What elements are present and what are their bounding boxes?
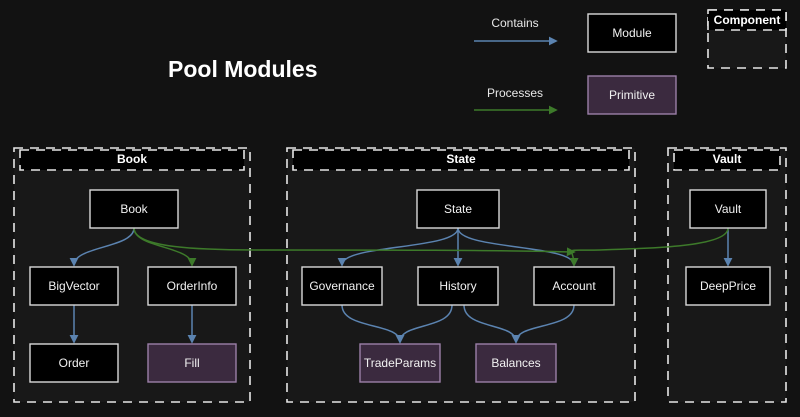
edge-account-to-balances [511, 304, 575, 344]
node-deepprice[interactable]: DeepPrice [685, 266, 771, 306]
node-box-vault[interactable] [689, 189, 767, 229]
legend-component-header [707, 9, 787, 31]
edge-history-to-tradeparams [395, 304, 453, 344]
node-tradeparams[interactable]: TradeParams [359, 343, 441, 383]
node-box-history[interactable] [417, 266, 499, 306]
node-box-orderinfo[interactable] [147, 266, 237, 306]
legend-component-label: Component [714, 13, 781, 27]
node-label-book: Book [120, 202, 148, 216]
node-box-bigvector[interactable] [29, 266, 119, 306]
edge-book-to-account [133, 227, 576, 257]
node-box-state[interactable] [416, 189, 500, 229]
legend: Contains Processes Module Primitive Comp… [474, 9, 787, 115]
node-box-deepprice[interactable] [685, 266, 771, 306]
node-label-deepprice: DeepPrice [700, 279, 756, 293]
group-header-vault [673, 149, 781, 171]
legend-primitive-box [587, 75, 677, 115]
node-label-history: History [439, 279, 476, 293]
legend-processes-label: Processes [487, 86, 543, 100]
group-header-book [19, 149, 245, 171]
node-order[interactable]: Order [29, 343, 119, 383]
node-history[interactable]: History [417, 266, 499, 306]
node-label-bigvector: BigVector [48, 279, 99, 293]
group-title-vault: Vault [713, 152, 742, 166]
node-account[interactable]: Account [533, 266, 615, 306]
node-fill[interactable]: Fill [147, 343, 237, 383]
node-vault[interactable]: Vault [689, 189, 767, 229]
node-book[interactable]: Book [89, 189, 179, 229]
node-label-fill: Fill [184, 356, 199, 370]
node-label-account: Account [552, 279, 596, 293]
group-header-state [292, 149, 630, 171]
node-label-vault: Vault [715, 202, 742, 216]
edges-layer [69, 227, 733, 344]
page-title: Pool Modules [168, 56, 318, 82]
node-label-orderinfo: OrderInfo [167, 279, 218, 293]
node-box-book[interactable] [89, 189, 179, 229]
edge-state-to-account [457, 227, 579, 267]
node-orderinfo[interactable]: OrderInfo [147, 266, 237, 306]
node-bigvector[interactable]: BigVector [29, 266, 119, 306]
node-state[interactable]: State [416, 189, 500, 229]
legend-contains-label: Contains [491, 16, 538, 30]
node-label-order: Order [59, 356, 90, 370]
node-label-tradeparams: TradeParams [364, 356, 436, 370]
group-title-book: Book [117, 152, 147, 166]
node-balances[interactable]: Balances [475, 343, 557, 383]
node-label-state: State [444, 202, 472, 216]
node-box-tradeparams[interactable] [359, 343, 441, 383]
edge-state-to-governance [337, 227, 459, 267]
node-box-governance[interactable] [301, 266, 383, 306]
legend-primitive-label: Primitive [609, 88, 655, 102]
node-box-account[interactable] [533, 266, 615, 306]
node-box-order[interactable] [29, 343, 119, 383]
legend-module-label: Module [612, 26, 652, 40]
legend-module-box [587, 13, 677, 53]
node-box-balances[interactable] [475, 343, 557, 383]
node-label-governance: Governance [309, 279, 375, 293]
edge-book-to-bigvector [69, 227, 135, 267]
group-title-state: State [446, 152, 476, 166]
node-label-balances: Balances [491, 356, 540, 370]
node-box-fill[interactable] [147, 343, 237, 383]
node-governance[interactable]: Governance [301, 266, 383, 306]
